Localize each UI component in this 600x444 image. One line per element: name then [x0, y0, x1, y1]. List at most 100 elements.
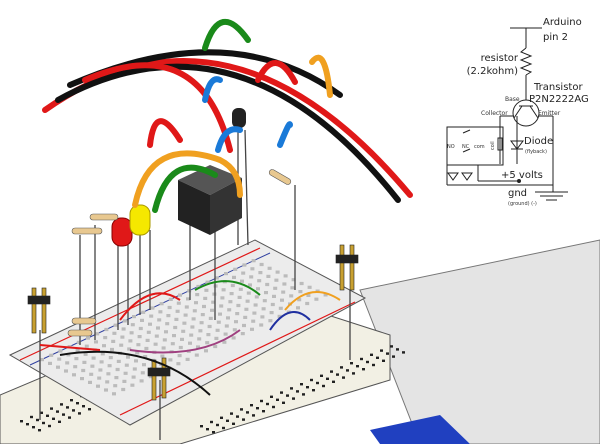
breadboard-hole: [250, 267, 255, 271]
breadboard-hole: [229, 292, 234, 296]
breadboard-hole: [26, 423, 29, 426]
breadboard-hole: [210, 308, 214, 312]
breadboard-hole: [38, 429, 41, 432]
breadboard-hole: [40, 411, 43, 414]
breadboard-hole: [114, 376, 119, 380]
breadboard-hole: [283, 274, 288, 278]
breadboard-hole: [138, 326, 143, 331]
breadboard-hole: [241, 271, 246, 275]
breadboard-hole: [72, 373, 76, 377]
breadboard-hole: [218, 312, 222, 316]
breadboard-hole: [242, 418, 245, 421]
breadboard-hole: [290, 286, 295, 290]
relay: [178, 165, 242, 235]
breadboard-hole: [261, 307, 266, 311]
breadboard-hole: [90, 364, 95, 368]
breadboard-hole: [96, 384, 100, 388]
breadboard-hole: [175, 309, 180, 313]
breadboard-hole: [257, 279, 262, 283]
resistor-value: (2.2kohm): [467, 66, 518, 77]
breadboard-hole: [113, 323, 118, 327]
breadboard-hole: [158, 310, 163, 314]
breadboard-hole: [272, 294, 276, 298]
breadboard-hole: [111, 339, 116, 343]
breadboard-hole: [99, 360, 104, 364]
breadboard-hole: [360, 357, 363, 361]
breadboard-hole: [94, 340, 98, 344]
breadboard-hole: [350, 362, 353, 365]
breadboard-hole: [392, 355, 395, 358]
breadboard-hole: [167, 305, 172, 310]
breadboard-hole: [124, 363, 129, 367]
breadboard-hole: [269, 311, 274, 315]
breadboard-hole: [156, 326, 160, 330]
breadboard-hole: [199, 321, 204, 325]
breadboard-hole: [82, 360, 87, 364]
breadboard-hole: [123, 371, 128, 375]
breadboard-hole: [380, 349, 383, 352]
breadboard-hole: [130, 383, 135, 387]
breadboard-hole: [227, 308, 232, 312]
breadboard-hole: [162, 338, 167, 342]
schematic: [446, 27, 568, 201]
breadboard-hole: [66, 406, 69, 409]
breadboard-hole: [254, 295, 259, 299]
breadboard-hole: [289, 294, 294, 298]
breadboard-hole: [366, 360, 369, 364]
breadboard-hole: [270, 395, 273, 398]
breadboard-hole: [260, 315, 265, 319]
led-symbol: [461, 172, 473, 181]
breadboard-hole: [107, 364, 112, 368]
breadboard-hole: [242, 323, 246, 328]
breadboard-hole: [140, 318, 144, 322]
breadboard-hole: [213, 344, 218, 349]
breadboard-hole: [210, 420, 213, 424]
breadboard-hole: [126, 355, 130, 359]
breadboard-hole: [76, 402, 79, 405]
breadboard-hole: [260, 399, 263, 403]
breadboard-hole: [108, 356, 113, 360]
breadboard-hole: [216, 320, 221, 324]
breadboard-hole: [112, 392, 116, 396]
breadboard-hole: [234, 320, 238, 324]
breadboard-hole: [258, 271, 263, 275]
breadboard-hole: [181, 329, 186, 333]
breadboard-hole: [256, 407, 259, 410]
breadboard-hole: [102, 344, 106, 348]
breadboard-hole: [204, 288, 209, 292]
relay-com-label: com: [474, 144, 485, 150]
breadboard-hole: [382, 359, 385, 362]
breadboard-hole: [253, 303, 258, 307]
breadboard-hole: [222, 340, 227, 344]
breadboard-hole: [62, 413, 65, 416]
breadboard-hole: [286, 394, 289, 397]
breadboard-hole: [242, 263, 247, 267]
breadboard-hole: [297, 298, 302, 302]
breadboard-hole: [278, 306, 283, 310]
breadboard-hole: [265, 282, 270, 287]
breadboard-hole: [148, 322, 152, 326]
breadboard-hole: [146, 330, 151, 334]
relay-nc-label: NC: [462, 144, 470, 150]
breadboard-hole: [173, 325, 178, 330]
breadboard-hole: [122, 379, 127, 383]
breadboard-hole: [82, 405, 85, 408]
led-symbol: [447, 172, 459, 181]
breadboard-hole: [191, 317, 196, 321]
transistor: [232, 108, 246, 128]
arduino-label: Arduino: [543, 17, 582, 28]
breadboard-hole: [159, 302, 164, 306]
breadboard-hole: [290, 387, 293, 390]
breadboard-hole: [168, 297, 173, 301]
breadboard-hole: [204, 349, 208, 353]
breadboard-hole: [48, 424, 51, 428]
breadboard-hole: [112, 331, 117, 335]
breadboard-hole: [262, 410, 265, 413]
breadboard-hole: [266, 274, 271, 278]
breadboard-hole: [121, 387, 126, 392]
arduino-board: [370, 415, 470, 444]
breadboard-hole: [150, 306, 155, 310]
breadboard-hole: [370, 353, 373, 356]
breadboard-hole: [237, 295, 242, 299]
breadboard-hole: [91, 356, 96, 360]
